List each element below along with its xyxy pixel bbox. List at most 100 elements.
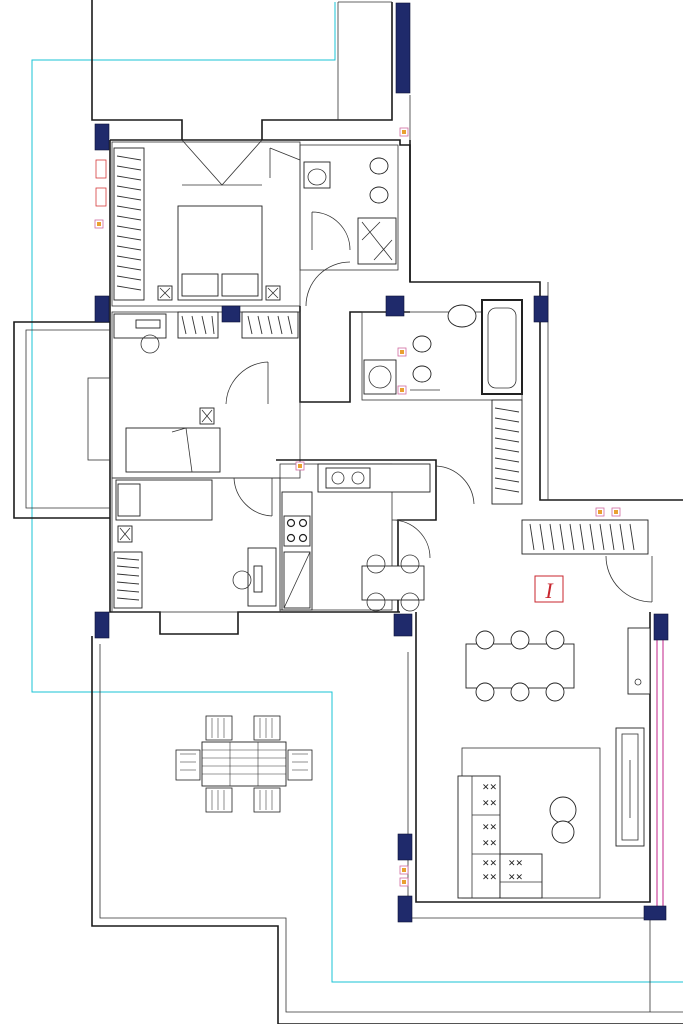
west-balcony-step — [87, 377, 111, 461]
outdoor-chair-slats — [180, 718, 308, 810]
west-balcony — [13, 321, 110, 519]
wardrobe-bedroom1 — [113, 147, 145, 301]
kitchen-oven-cross — [283, 551, 311, 609]
bath2-toilet — [412, 335, 432, 353]
cabinet-right — [627, 627, 651, 695]
desk-lamp-bedroom2 — [135, 319, 161, 329]
bedroom2-door — [225, 361, 269, 405]
dining-table — [465, 643, 575, 689]
kitchen-sink-bowl-2 — [351, 471, 365, 485]
marker-9-fill — [402, 880, 406, 884]
marker-2-fill — [97, 222, 101, 226]
outdoor-table-slats — [202, 742, 286, 786]
nightstand-bedroom2-x — [201, 409, 213, 423]
kitchen-door-2 — [435, 465, 475, 505]
room-label-box — [534, 575, 564, 603]
south-terrace-inner — [99, 644, 683, 1013]
marker-4-fill — [400, 388, 404, 392]
coffee-table-top — [549, 796, 577, 824]
nightstand-right-x — [267, 287, 279, 299]
nightstand-left-x — [159, 287, 171, 299]
bath2-tub — [481, 299, 523, 395]
svg-text:✕✕: ✕✕ — [508, 873, 523, 883]
bed-pillow-bedroom3 — [117, 483, 141, 517]
wardrobe-bedroom2b — [241, 311, 299, 339]
room-label: I — [544, 578, 554, 603]
kitchen-burners — [286, 518, 308, 543]
sofa-back — [457, 775, 501, 899]
outlet-1 — [95, 159, 107, 179]
marker-7-fill — [614, 510, 618, 514]
bath2-washer-drum — [368, 365, 392, 389]
north-terrace-wall — [91, 0, 183, 140]
sofa-tufting: ✕✕✕✕ ✕✕✕✕ ✕✕✕✕ ✕✕✕✕ — [482, 783, 523, 883]
bath1-door2 — [269, 147, 301, 178]
desk-chair-bedroom3 — [232, 570, 252, 590]
sofa-cushions — [471, 776, 542, 898]
wardrobe-hangers-3 — [181, 315, 293, 335]
column-8 — [393, 613, 413, 637]
marker-5-fill — [298, 464, 302, 468]
bath1-bidet — [369, 186, 389, 204]
bath1-sink-bowl — [307, 168, 327, 186]
column-10 — [397, 833, 413, 861]
nightstand-bedroom3-x — [119, 527, 131, 541]
svg-text:✕✕: ✕✕ — [508, 859, 523, 869]
svg-text:✕✕: ✕✕ — [482, 839, 497, 849]
bath1-door — [311, 211, 351, 251]
bed-pillow-left — [181, 273, 219, 297]
marker-1-fill — [402, 130, 406, 134]
cabinet-right-knob — [634, 678, 642, 686]
bath2-sink — [447, 304, 477, 328]
kitchen-table — [361, 565, 425, 601]
coffee-table-bottom — [551, 820, 575, 844]
sofa-bottom — [499, 853, 543, 899]
column-2 — [94, 123, 110, 151]
terrace-outline — [31, 2, 683, 983]
svg-text:✕✕: ✕✕ — [482, 873, 497, 883]
single-bed-fold — [171, 427, 193, 473]
kitchen-sink — [325, 467, 371, 489]
bath2-tub-inner — [487, 307, 517, 389]
column-6 — [533, 295, 549, 323]
wardrobe-hangers-1 — [116, 155, 142, 291]
desk-chair-bedroom2 — [140, 334, 160, 354]
svg-text:✕✕: ✕✕ — [482, 823, 497, 833]
wardrobe-entry — [521, 519, 649, 555]
desk-lamp-bedroom3 — [253, 565, 263, 593]
column-11 — [397, 895, 413, 923]
south-terrace — [91, 636, 683, 1024]
utility-markers — [94, 127, 621, 887]
bedroom1-closet — [181, 139, 263, 186]
north-terrace-wall-right — [261, 2, 393, 140]
bath2-bidet — [412, 365, 432, 383]
bedroom3-door — [233, 477, 273, 517]
column-5 — [385, 295, 405, 317]
column-4 — [221, 305, 241, 323]
kitchen-chair-2 — [400, 554, 420, 574]
kitchen-sink-bowl-1 — [331, 471, 345, 485]
bath1-toilet — [369, 157, 389, 175]
west-balcony-inner — [25, 329, 110, 509]
column-12 — [643, 905, 667, 921]
living-wall — [415, 612, 651, 903]
outdoor-chairs — [175, 715, 313, 813]
bed-pillow-right — [221, 273, 259, 297]
entry-door — [605, 555, 653, 603]
column-3 — [94, 295, 110, 323]
wardrobe-bedroom2a — [177, 311, 219, 339]
wardrobe-hangers-5 — [529, 523, 635, 551]
wardrobe-hangers-4 — [116, 557, 140, 601]
dining-chairs — [475, 630, 565, 702]
marker-8-fill — [402, 868, 406, 872]
marker-6-fill — [598, 510, 602, 514]
structural-columns — [94, 2, 669, 923]
outdoor-table — [201, 741, 287, 787]
bath1-room — [299, 144, 399, 271]
wardrobe-hangers-2 — [494, 407, 520, 493]
kitchen-door — [391, 519, 431, 559]
column-9 — [653, 613, 669, 641]
kitchen-wall — [276, 459, 437, 612]
outlet-2 — [95, 187, 107, 207]
